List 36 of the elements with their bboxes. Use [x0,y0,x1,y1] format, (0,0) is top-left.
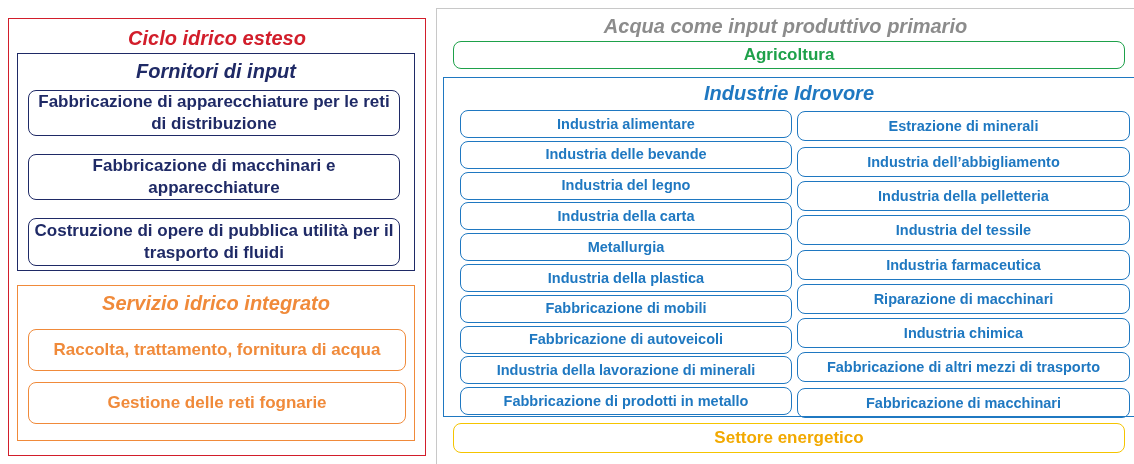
group-box [17,285,415,441]
sector-box: Industria chimica [797,318,1130,348]
sector-box: Industria farmaceutica [797,250,1130,280]
group-box [17,53,415,271]
sector-box: Fabbricazione di autoveicoli [460,325,792,354]
sector-box: Industria alimentare [460,110,792,138]
group-title: Ciclo idrico esteso [127,27,307,50]
sector-box: Industria della pelletteria [797,181,1130,211]
group-title: Servizio idrico integrato [101,292,331,315]
sector-box: Industria del legno [460,171,792,200]
group-title: Fornitori di input [135,60,298,83]
group-title: Acqua come input produttivo primario [602,15,969,38]
sector-box: Riparazione di macchinari [797,284,1130,314]
sector-box: Fabbricazione di macchinari e apparecchiature [28,154,400,200]
sector-box: Industria della lavorazione di minerali [460,356,792,385]
sector-box: Costruzione di opere di pubblica utilità per il trasporto di fluidi [28,218,400,266]
sector-box: Industria del tessile [797,215,1130,245]
sector-box: Agricoltura [453,41,1125,69]
group-title: Industrie Idrovore [703,82,875,105]
sector-box: Fabbricazione di apparecchiature per le reti di distribuzione [28,90,400,136]
sector-box: Fabbricazione di prodotti in metallo [460,387,792,416]
sector-box: Industria della plastica [460,264,792,292]
sector-box: Estrazione di minerali [797,111,1130,141]
sector-box: Gestione delle reti fognarie [28,382,406,424]
sector-box: Raccolta, trattamento, fornitura di acqua [28,329,406,371]
section-panel [436,8,1134,464]
sector-box: Industria dell’abbigliamento [797,147,1130,177]
sector-box: Industria della carta [460,202,792,231]
sector-box: Metallurgia [460,233,792,262]
sector-box: Fabbricazione di macchinari [797,388,1130,418]
group-box [8,18,426,456]
sector-box: Fabbricazione di altri mezzi di trasporto [797,352,1130,382]
sector-box: Settore energetico [453,423,1125,453]
sector-box: Industria delle bevande [460,140,792,169]
sector-box: Fabbricazione di mobili [460,294,792,323]
group-box [443,77,1134,417]
